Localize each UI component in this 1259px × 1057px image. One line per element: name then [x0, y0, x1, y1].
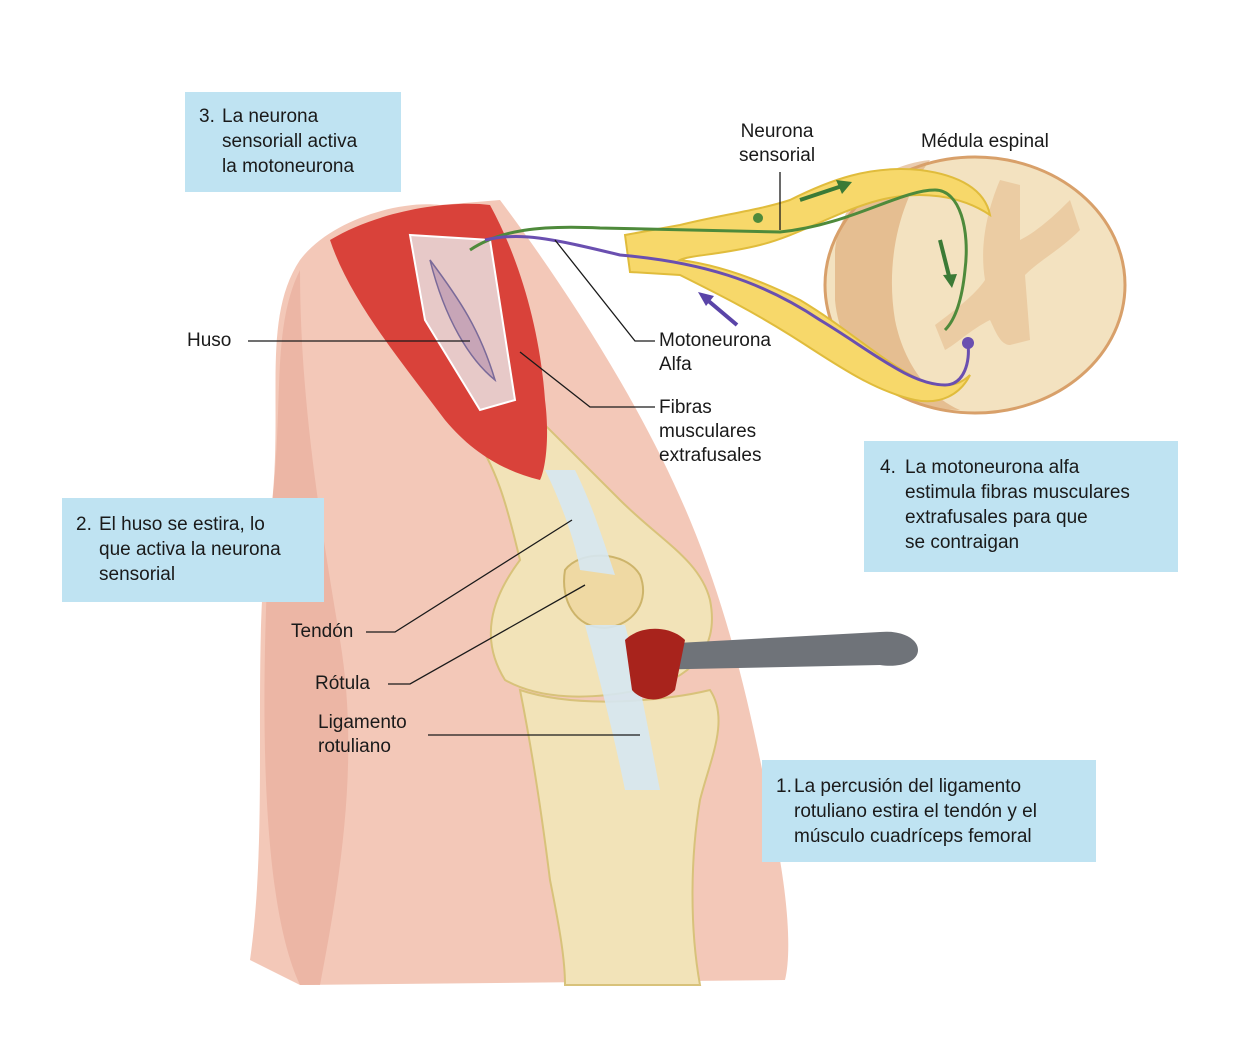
step-text: La neurona sensoriall activa la motoneur… — [222, 106, 358, 177]
spinal-nerve — [623, 168, 992, 403]
label-neurona-sensorial: Neurona sensorial — [739, 121, 816, 166]
step-text: El huso se estira, lo que activa la neur… — [99, 514, 281, 585]
motoneuron-body — [962, 337, 974, 349]
callout-step-3: 3. La neurona sensoriall activa la moton… — [185, 92, 401, 192]
callout-step-4: 4. La motoneurona alfa estimula fibras m… — [864, 441, 1178, 572]
label-fibras-extrafusales: Fibras musculares extrafusales — [659, 397, 762, 466]
step-number: 3. — [199, 106, 215, 127]
label-rotula: Rótula — [315, 673, 370, 694]
sensory-arrow-up-head — [836, 180, 852, 194]
step-number: 1. — [776, 776, 792, 797]
hammer-head — [625, 628, 685, 700]
label-motoneurona-alfa: Motoneurona Alfa — [659, 330, 771, 375]
patellar-ligament — [585, 625, 660, 790]
label-huso: Huso — [187, 330, 232, 351]
motor-neuron — [484, 235, 970, 387]
step-text: La percusión del ligamento rotuliano est… — [794, 776, 1037, 847]
hammer-handle — [640, 631, 918, 670]
callout-step-1: 1. La percusión del ligamento rotuliano … — [762, 760, 1096, 862]
tendon — [545, 470, 615, 575]
callout-step-2: 2. El huso se estira, lo que activa la n… — [62, 498, 324, 602]
sensory-neuron — [469, 188, 968, 332]
gray-matter — [935, 180, 1080, 350]
spindle — [429, 259, 497, 383]
label-medula-espinal: Médula espinal — [921, 131, 1049, 152]
leader-lines — [248, 172, 781, 736]
sensory-arrow-up — [799, 183, 846, 202]
dorsal-root-ganglion — [753, 213, 763, 223]
label-tendon: Tendón — [291, 621, 354, 642]
sensory-arrow-down-head — [943, 274, 957, 288]
leg-skin-shadow — [264, 270, 349, 985]
sensory-arrow-down — [938, 239, 952, 281]
motor-arrow-head — [698, 292, 714, 306]
tibia — [518, 688, 720, 986]
step-number: 4. — [880, 457, 896, 478]
step-number: 2. — [76, 514, 92, 535]
label-ligamento-rotuliano: Ligamento rotuliano — [318, 712, 407, 757]
motor-arrow — [703, 296, 739, 327]
step-text: La motoneurona alfa estimula fibras musc… — [905, 457, 1130, 553]
